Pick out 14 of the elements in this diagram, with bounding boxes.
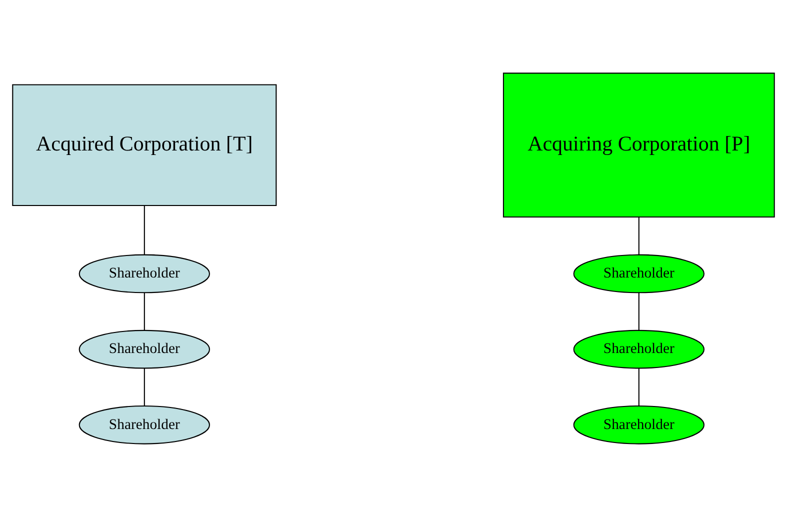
node-ellipse: Shareholder [573, 254, 704, 294]
node-box: Acquired Corporation [T] [12, 84, 277, 206]
connector [144, 206, 145, 255]
node-ellipse: Shareholder [573, 330, 704, 369]
node-ellipse: Shareholder [78, 254, 210, 294]
connector [144, 292, 145, 330]
node-ellipse: Shareholder [78, 330, 210, 369]
node-ellipse: Shareholder [78, 405, 210, 444]
node-box: Acquiring Corporation [P] [502, 72, 775, 218]
connector [638, 292, 640, 330]
connector [144, 368, 145, 406]
node-ellipse: Shareholder [573, 405, 704, 444]
connector [638, 368, 640, 406]
connector [638, 217, 640, 255]
